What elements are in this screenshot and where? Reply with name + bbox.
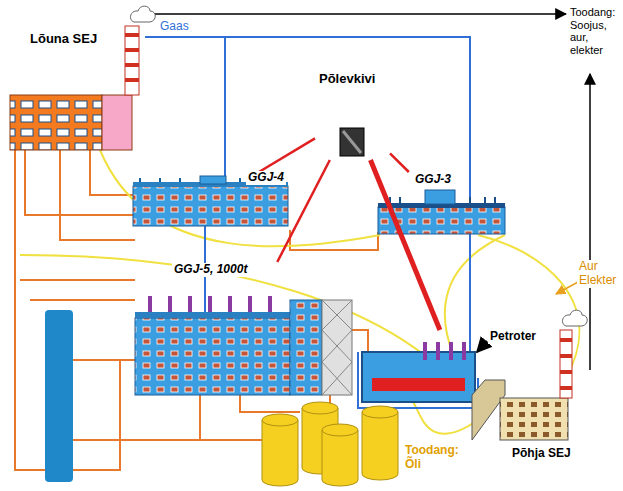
ggj5-plant [135,312,290,318]
petroter-unit [362,352,475,402]
north-power-plant [560,330,572,398]
heat-pipes [240,395,300,412]
oil-tanks [322,424,358,436]
steam-arrow [556,282,578,294]
north-power-plant [472,310,587,440]
petroter-unit [372,378,465,391]
south-power-plant [125,35,139,80]
ggj3-plant [425,190,455,204]
mine-node: Põlevkivi [315,72,390,160]
output-arrows [477,341,487,352]
node-label: GGJ-4 [246,171,286,185]
output-arrows [589,74,591,370]
ggj4-plant [200,176,226,184]
plant-unit: Petroter [360,330,550,404]
ggj3-plant [390,197,495,203]
oil-tanks [262,402,398,486]
south-power-plant [102,95,132,150]
heat-pipes [25,150,133,215]
south-power-plant [10,95,102,150]
south-power-plant [125,26,139,95]
north-power-plant [500,398,568,440]
ggj4-plant [140,178,260,182]
column [45,310,73,482]
oil-shale-mine [340,128,364,156]
label-holder: Toodang: Soojus, aur, elekter [568,6,623,57]
oil-storage: Toodang: Õli [255,398,470,488]
heat-pipes [350,330,368,352]
output-arrows [146,13,566,15]
oil-tanks [262,420,298,486]
petroter-unit [362,342,475,402]
node-label: GGJ-3 [413,173,453,187]
plant-unit: GGJ-3 [375,172,507,236]
steam-label: Aur Elekter [577,260,623,288]
oil-shale-mine [340,128,364,156]
ggj5-plant [150,296,270,312]
plant-unit: GGJ-4 [128,172,293,230]
oil-tanks [362,412,398,480]
gas-pipes [224,37,226,178]
gas-label: Gaas [158,20,191,34]
heat-pipes [290,230,378,250]
node-label: GGJ-5, 1000t [172,263,249,277]
ggj5-plant [322,300,352,395]
label-holder: Aur Elekter [577,260,623,288]
heat-pipes [73,360,120,470]
node-label: Põlevkivi [317,72,377,87]
heat-pipes [15,150,45,470]
ggj5-plant [290,300,322,395]
steam-electricity-lines [410,400,478,434]
shale-conveyor [259,138,315,172]
output-label: Toodang: Soojus, aur, elekter [568,6,623,57]
power-plant: Põhja SEJ [470,355,578,467]
ggj5-plant [322,300,352,395]
south-power-plant [131,6,156,22]
node-label: Petroter [488,330,538,344]
shale-conveyor [390,153,409,172]
north-power-plant [563,310,588,326]
petroter-unit [425,342,464,360]
heat-pipes [30,299,135,301]
power-plant: Lõuna SEJ [8,30,145,152]
ggj5-plant [135,296,352,395]
label-holder: Gaas [158,20,191,34]
heat-pipes [60,150,135,240]
heat-pipes [200,395,265,440]
steam-electricity-lines [100,150,380,246]
south-power-plant [10,6,155,150]
gas-pipes [358,352,478,408]
heat-pipes [73,359,135,361]
oil-shale-mine [343,131,361,153]
ggj4-plant [133,186,288,226]
oil-tanks [322,430,358,486]
heat-pipes [20,279,135,281]
oil-tanks [262,414,298,426]
steam-electricity-lines [20,255,478,410]
node-label: Põhja SEJ [510,447,573,461]
ggj5-plant [135,318,290,395]
node-label: Toodang: Õli [403,444,465,472]
oil-tanks [302,402,338,414]
north-power-plant [560,340,572,388]
plant-unit: GGJ-5, 1000t [130,262,355,397]
oil-tanks [362,406,398,418]
node-label: Lõuna SEJ [28,32,99,47]
